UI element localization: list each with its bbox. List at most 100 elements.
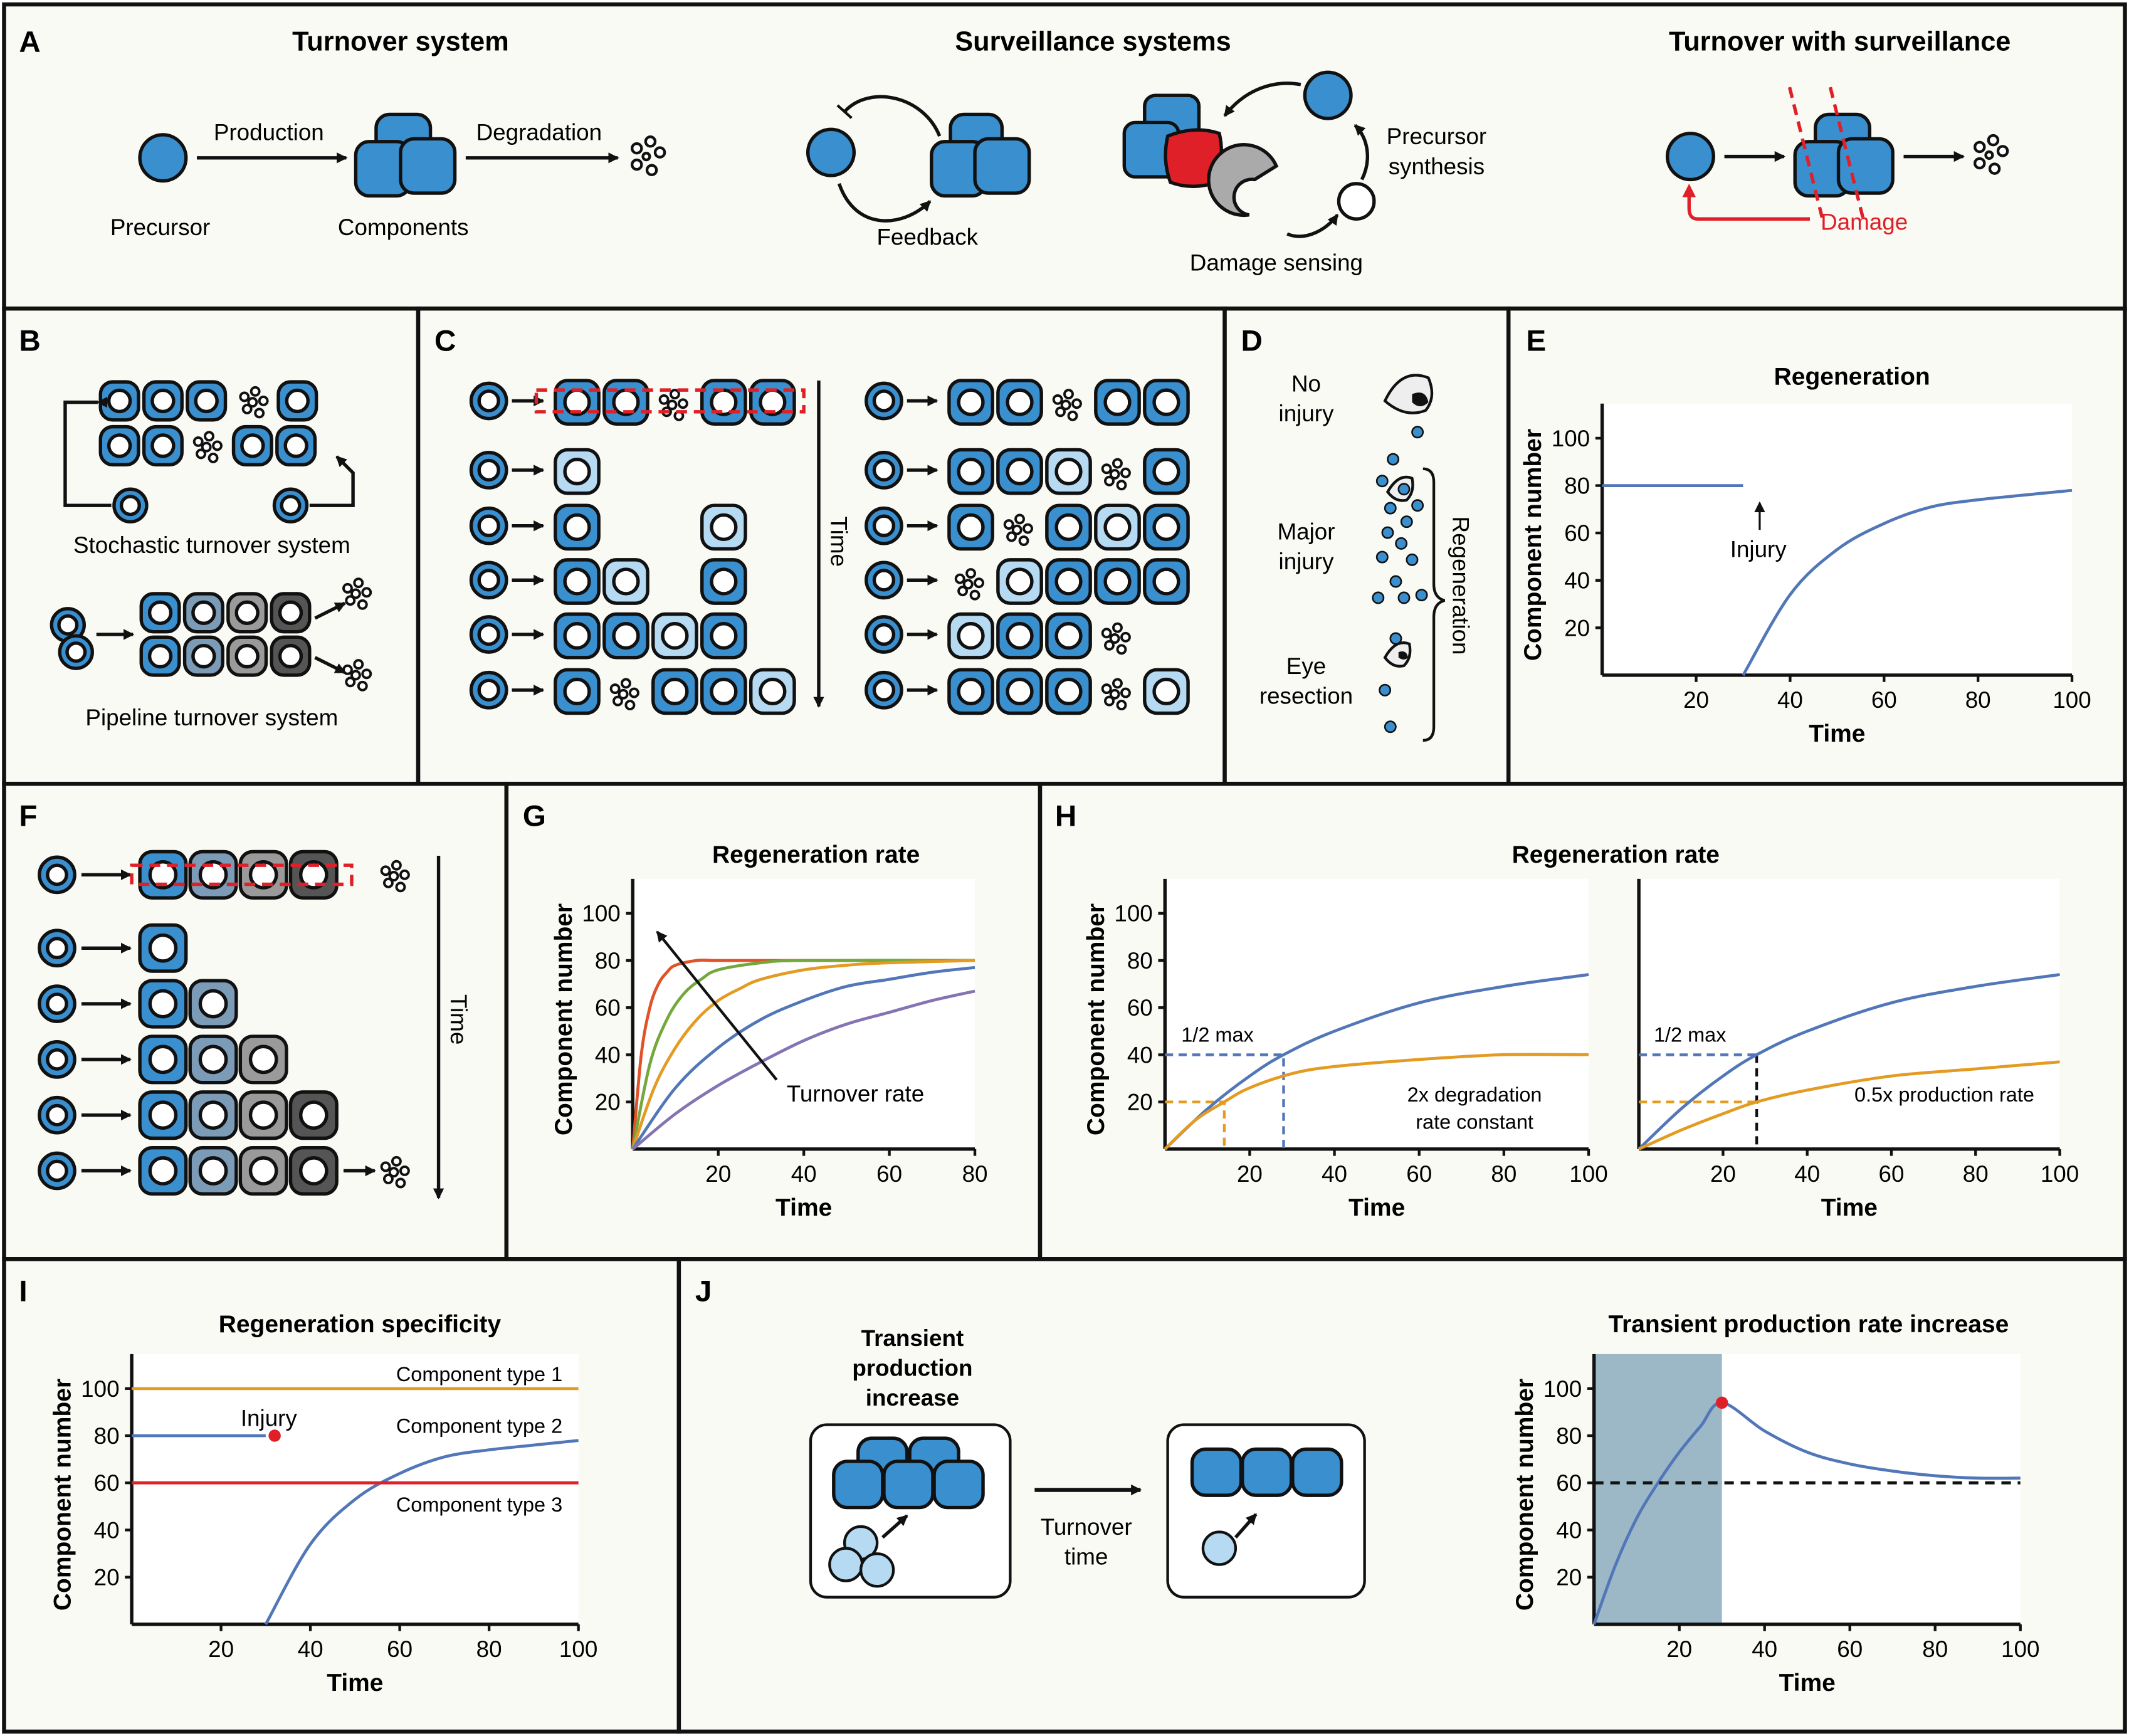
y-tick-label: 60 <box>595 995 621 1021</box>
precursor-synthesis-label-1: Precursor <box>1387 124 1486 149</box>
x-tick-label: 40 <box>1752 1636 1777 1662</box>
y-tick-label: 40 <box>1127 1042 1153 1068</box>
component-cell <box>996 379 1043 426</box>
panel-letter-g: G <box>523 799 546 833</box>
component-cell <box>554 612 601 660</box>
precursor-cell <box>469 615 508 654</box>
feedback-label: Feedback <box>876 224 978 250</box>
eye-resection-label-1: Eye <box>1286 653 1326 679</box>
g-turnover-arrow <box>656 930 778 1081</box>
f-row <box>38 979 238 1029</box>
neoblast-dot <box>1387 453 1400 466</box>
y-tick-label: 80 <box>1556 1423 1582 1449</box>
f-row <box>38 850 410 900</box>
panel-a: Turnover system Surveillance systems Tur… <box>110 27 2011 276</box>
y-tick-label: 80 <box>94 1423 120 1449</box>
component-cell <box>142 380 184 422</box>
damage-sensing-components <box>1122 93 1224 188</box>
chart-title: Transient production rate increase <box>1608 1311 2009 1338</box>
neoblast-dot <box>1400 515 1413 529</box>
component-cell <box>226 592 268 634</box>
panel-letter-i: I <box>19 1275 27 1308</box>
precursor-synthesis-label-2: synthesis <box>1389 154 1485 179</box>
injury-point <box>268 1429 281 1442</box>
synthesized-precursor <box>1303 70 1353 120</box>
series-line <box>631 959 975 1150</box>
component-cell <box>947 379 994 426</box>
component-cell <box>700 668 747 715</box>
x-tick-label: 100 <box>559 1636 597 1662</box>
feedback-components <box>930 112 1031 198</box>
component-cell <box>651 612 698 660</box>
component-cell <box>188 1090 238 1140</box>
component-cell <box>182 592 224 634</box>
transient-label-2: production <box>852 1355 972 1381</box>
component-cell <box>996 668 1043 715</box>
y-tick-label: 80 <box>1564 473 1590 499</box>
series-line <box>1742 488 2073 676</box>
x-tick-label: 60 <box>876 1161 902 1187</box>
neoblast-dot <box>1415 589 1428 602</box>
y-tick-label: 60 <box>94 1470 120 1496</box>
component-cell <box>188 1145 238 1196</box>
production-label: Production <box>214 120 324 145</box>
x-tick-label: 60 <box>1406 1161 1432 1187</box>
component-cell <box>700 558 747 605</box>
neoblast-dot <box>1375 550 1389 564</box>
x-axis-label: Time <box>1779 1670 1836 1697</box>
component-cell <box>996 612 1043 660</box>
stochastic-label: Stochastic turnover system <box>73 532 350 558</box>
major-injury-label-1: Major <box>1278 518 1335 544</box>
component-cell <box>1045 668 1092 715</box>
component-cell <box>138 1090 188 1140</box>
component-cell <box>1143 503 1190 551</box>
neoblast-dot <box>1375 475 1389 488</box>
component-cell <box>1143 448 1190 495</box>
precursor-cell <box>469 381 508 421</box>
x-tick-label: 20 <box>705 1161 731 1187</box>
component-cell <box>188 979 238 1029</box>
x-tick-label: 60 <box>387 1636 413 1662</box>
y-tick-label: 40 <box>595 1042 621 1068</box>
y-tick-label: 100 <box>1114 901 1152 927</box>
f-time-label: Time <box>446 994 471 1044</box>
component-cell <box>947 503 994 551</box>
component-cell <box>138 1034 188 1085</box>
h-right-note: 0.5x production rate <box>1854 1083 2034 1106</box>
fragments-icon <box>1003 513 1033 546</box>
h-right-half-max: 1/2 max <box>1654 1024 1727 1046</box>
y-tick-label: 40 <box>1564 568 1590 594</box>
component-cell <box>182 635 224 677</box>
x-tick-label: 40 <box>1794 1161 1820 1187</box>
x-tick-label: 40 <box>298 1636 323 1662</box>
neoblast-dot <box>1395 537 1408 550</box>
neoblast-dot <box>1389 632 1402 645</box>
component-cell <box>700 503 747 551</box>
panel-letter-b: B <box>19 324 40 357</box>
feedback-precursor-circle <box>806 127 856 177</box>
plot-area <box>132 1354 579 1624</box>
fragments-icon <box>380 1155 410 1189</box>
component-cell <box>1143 558 1190 605</box>
feedback-arrow <box>837 183 932 223</box>
damage-label: Damage <box>1821 209 1908 235</box>
component-cell <box>554 379 601 426</box>
x-tick-label: 60 <box>1879 1161 1905 1187</box>
x-tick-label: 20 <box>1683 687 1709 713</box>
component-cell <box>996 558 1043 605</box>
turnover-with-surveillance-title: Turnover with surveillance <box>1669 27 2011 57</box>
pipeline-label: Pipeline turnover system <box>85 705 338 730</box>
e-injury-label: Injury <box>1730 537 1787 562</box>
fragments-icon <box>1101 622 1131 655</box>
neoblast-dot <box>1372 591 1385 604</box>
panel-c: Time <box>469 379 1190 715</box>
damage-sensor-shape <box>1207 143 1279 218</box>
x-axis-label: Time <box>1821 1194 1878 1221</box>
component-cell <box>238 1034 288 1085</box>
shaded-interval <box>1594 1354 1722 1624</box>
i-injury-label: Injury <box>241 1406 298 1431</box>
panel-letter-j: J <box>695 1275 712 1308</box>
neoblast-dot <box>1411 499 1424 512</box>
precursor-cell <box>865 506 903 545</box>
